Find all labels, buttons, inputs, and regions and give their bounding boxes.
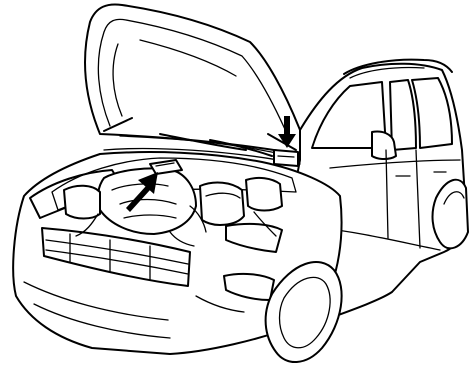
raised-hood bbox=[85, 4, 310, 156]
label-right bbox=[274, 150, 298, 166]
